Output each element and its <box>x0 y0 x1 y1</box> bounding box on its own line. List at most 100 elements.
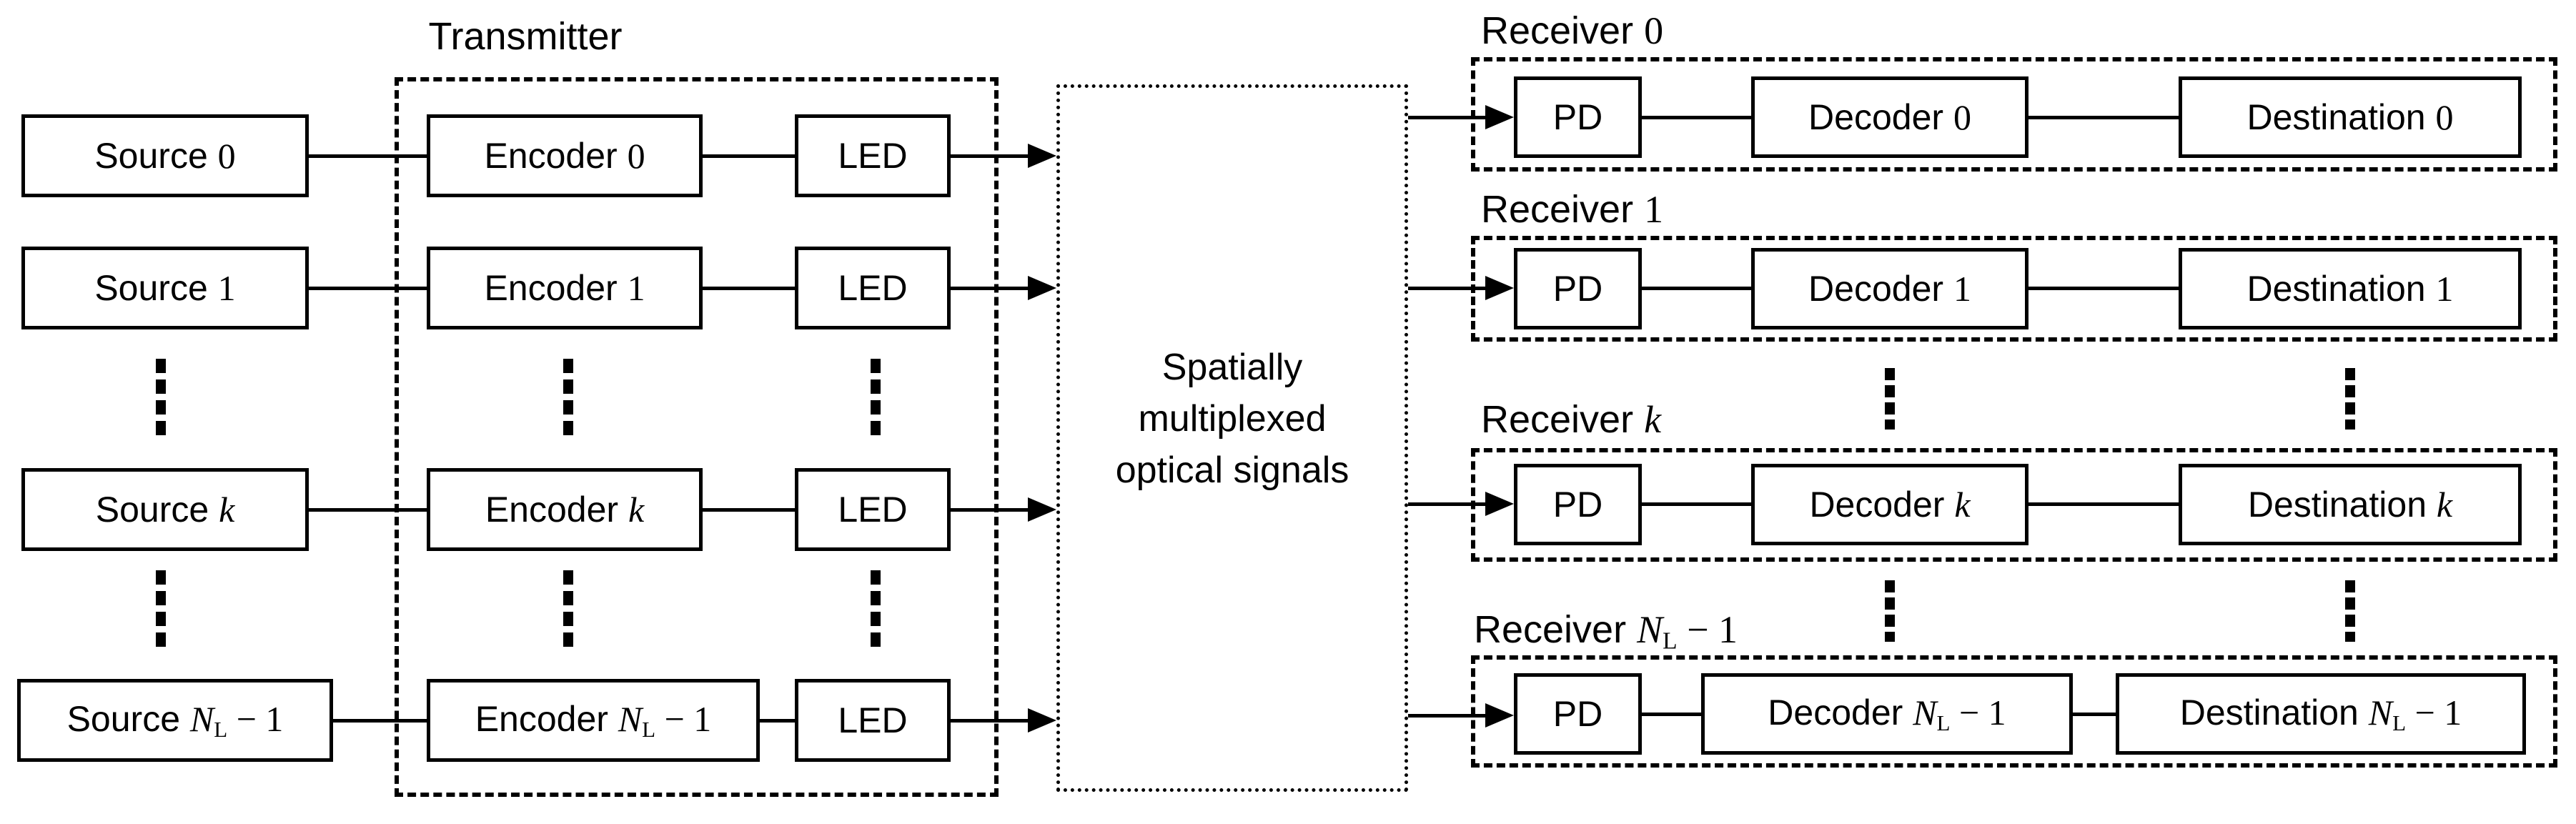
led-label-k: LED <box>838 490 908 530</box>
connector-line <box>309 287 427 290</box>
source-label-1: Source 1 <box>94 268 236 308</box>
connector-line <box>333 719 427 723</box>
vertical-ellipsis-icon <box>1885 368 1895 430</box>
pd-box-0: PD <box>1514 76 1642 158</box>
vertical-ellipsis-icon <box>1885 580 1895 642</box>
source-box-1: Source 1 <box>21 247 309 329</box>
destination-label-n: Destination NL − 1 <box>2179 693 2462 735</box>
connector-line <box>1408 287 1487 290</box>
source-box-n: Source NL − 1 <box>17 679 333 762</box>
multiplexed-line-3: optical signals <box>1115 450 1349 491</box>
connector-line <box>2073 713 2116 716</box>
connector-line <box>1408 502 1487 506</box>
destination-label-0: Destination 0 <box>2246 97 2454 137</box>
decoder-label-k: Decoder k <box>1809 485 1971 525</box>
led-box-n: LED <box>795 679 951 762</box>
arrow-icon <box>1485 276 1514 300</box>
led-box-k: LED <box>795 468 951 551</box>
arrow-icon <box>1485 703 1514 728</box>
connector-line <box>951 719 1031 723</box>
source-box-0: Source 0 <box>21 114 309 197</box>
destination-box-n: Destination NL − 1 <box>2116 673 2526 755</box>
connector-line <box>2028 116 2179 119</box>
led-box-1: LED <box>795 247 951 329</box>
led-label-0: LED <box>838 136 908 176</box>
source-label-n: Source NL − 1 <box>66 699 284 742</box>
vertical-ellipsis-icon <box>156 570 166 647</box>
transmitter-title: Transmitter <box>428 15 623 58</box>
decoder-label-0: Decoder 0 <box>1808 97 1971 137</box>
decoder-label-n: Decoder NL − 1 <box>1768 693 2006 735</box>
source-label-k: Source k <box>95 490 235 530</box>
multiplexed-line-2: multiplexed <box>1138 398 1327 440</box>
source-label-0: Source 0 <box>94 136 236 176</box>
decoder-box-k: Decoder k <box>1751 464 2028 545</box>
vertical-ellipsis-icon <box>871 359 881 435</box>
connector-line <box>1642 287 1751 290</box>
encoder-box-n: Encoder NL − 1 <box>427 679 760 762</box>
receiver-group-n-outline <box>1471 655 2557 768</box>
pd-box-1: PD <box>1514 248 1642 329</box>
receiver-title-1: Receiver 1 <box>1481 188 1664 231</box>
connector-line <box>1408 714 1487 718</box>
vertical-ellipsis-icon <box>563 570 573 647</box>
connector-line <box>760 719 795 723</box>
connector-line <box>1408 116 1487 119</box>
encoder-label-k: Encoder k <box>485 490 645 530</box>
connector-line <box>1642 713 1701 716</box>
decoder-box-0: Decoder 0 <box>1751 76 2028 158</box>
encoder-box-0: Encoder 0 <box>427 114 703 197</box>
pd-label-0: PD <box>1552 97 1603 137</box>
destination-label-1: Destination 1 <box>2246 269 2454 309</box>
connector-line <box>1642 502 1751 506</box>
destination-box-0: Destination 0 <box>2179 76 2522 158</box>
arrow-icon <box>1028 144 1056 168</box>
multiplexed-line-1: Spatially <box>1161 347 1303 388</box>
led-box-0: LED <box>795 114 951 197</box>
destination-box-1: Destination 1 <box>2179 248 2522 329</box>
encoder-box-k: Encoder k <box>427 468 703 551</box>
multiplexed-signals-box <box>1056 84 1408 792</box>
source-box-k: Source k <box>21 468 309 551</box>
receiver-group-0-outline <box>1471 57 2557 172</box>
vertical-ellipsis-icon <box>2345 580 2355 642</box>
pd-label-1: PD <box>1552 269 1603 309</box>
vertical-ellipsis-icon <box>563 359 573 435</box>
decoder-label-1: Decoder 1 <box>1808 269 1971 309</box>
connector-line <box>2028 287 2179 290</box>
pd-label-n: PD <box>1552 694 1603 734</box>
encoder-label-1: Encoder 1 <box>484 268 645 308</box>
pd-box-n: PD <box>1514 673 1642 755</box>
vertical-ellipsis-icon <box>156 359 166 435</box>
arrow-icon <box>1485 492 1514 516</box>
decoder-box-n: Decoder NL − 1 <box>1701 673 2073 755</box>
pd-label-k: PD <box>1552 485 1603 525</box>
connector-line <box>703 154 795 158</box>
arrow-icon <box>1028 276 1056 300</box>
led-label-1: LED <box>838 268 908 308</box>
encoder-label-n: Encoder NL − 1 <box>475 699 712 742</box>
vertical-ellipsis-icon <box>2345 368 2355 430</box>
decoder-box-1: Decoder 1 <box>1751 248 2028 329</box>
arrow-icon <box>1028 708 1056 733</box>
connector-line <box>703 508 795 512</box>
arrow-icon <box>1028 497 1056 522</box>
arrow-icon <box>1485 105 1514 129</box>
connector-line <box>951 287 1031 290</box>
led-label-n: LED <box>838 700 908 740</box>
encoder-label-0: Encoder 0 <box>484 136 645 176</box>
connector-line <box>309 154 427 158</box>
connector-line <box>1642 116 1751 119</box>
connector-line <box>703 287 795 290</box>
receiver-title-0: Receiver 0 <box>1481 9 1664 52</box>
connector-line <box>309 508 427 512</box>
vertical-ellipsis-icon <box>871 570 881 647</box>
receiver-title-n: Receiver NL − 1 <box>1474 608 1738 655</box>
destination-label-k: Destination k <box>2247 485 2453 525</box>
destination-box-k: Destination k <box>2179 464 2522 545</box>
connector-line <box>951 154 1031 158</box>
pd-box-k: PD <box>1514 464 1642 545</box>
multiplexed-signals-label: Spatially multiplexed optical signals <box>1056 342 1408 496</box>
connector-line <box>951 508 1031 512</box>
